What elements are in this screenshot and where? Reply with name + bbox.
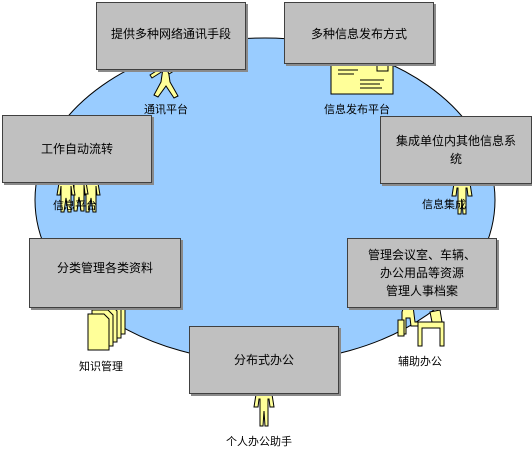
resource-mgmt-text: 管理会议室、车辆、 办公用品等资源 管理人事档案: [367, 248, 476, 298]
distributed-office-text: 分布式办公: [233, 353, 294, 367]
publish-platform-label: 信息发布平台: [324, 103, 390, 116]
publish-methods-text: 多种信息发布方式: [310, 27, 407, 41]
comm-platform-label: 通讯平台: [144, 103, 188, 116]
workflow-text: 工作自动流转: [40, 142, 113, 156]
office-assist-label: 辅助办公: [398, 355, 442, 368]
integration-label: 信息集成: [422, 198, 466, 211]
documents-stack-icon: [87, 297, 126, 351]
workflow-box: 工作自动流转: [2, 115, 152, 183]
integrate-systems-text: 集成单位内其他信息系 统: [395, 134, 516, 166]
classify-docs-box: 分类管理各类资料: [29, 238, 181, 308]
resource-mgmt-box: 管理会议室、车辆、 办公用品等资源 管理人事档案: [347, 238, 497, 308]
classify-docs-text: 分类管理各类资料: [56, 261, 153, 275]
distributed-office-box: 分布式办公: [189, 326, 339, 394]
info-platform-label: 信息平台: [53, 199, 97, 212]
publish-methods-box: 多种信息发布方式: [284, 2, 434, 64]
integrate-systems-box: 集成单位内其他信息系 统: [380, 116, 532, 184]
comm-means-box: 提供多种网络通讯手段: [96, 2, 246, 70]
envelope-icon: [330, 57, 394, 95]
comm-means-text: 提供多种网络通讯手段: [110, 27, 231, 41]
personal-assistant-label: 个人办公助手: [226, 435, 292, 448]
knowledge-mgmt-label: 知识管理: [79, 360, 123, 373]
